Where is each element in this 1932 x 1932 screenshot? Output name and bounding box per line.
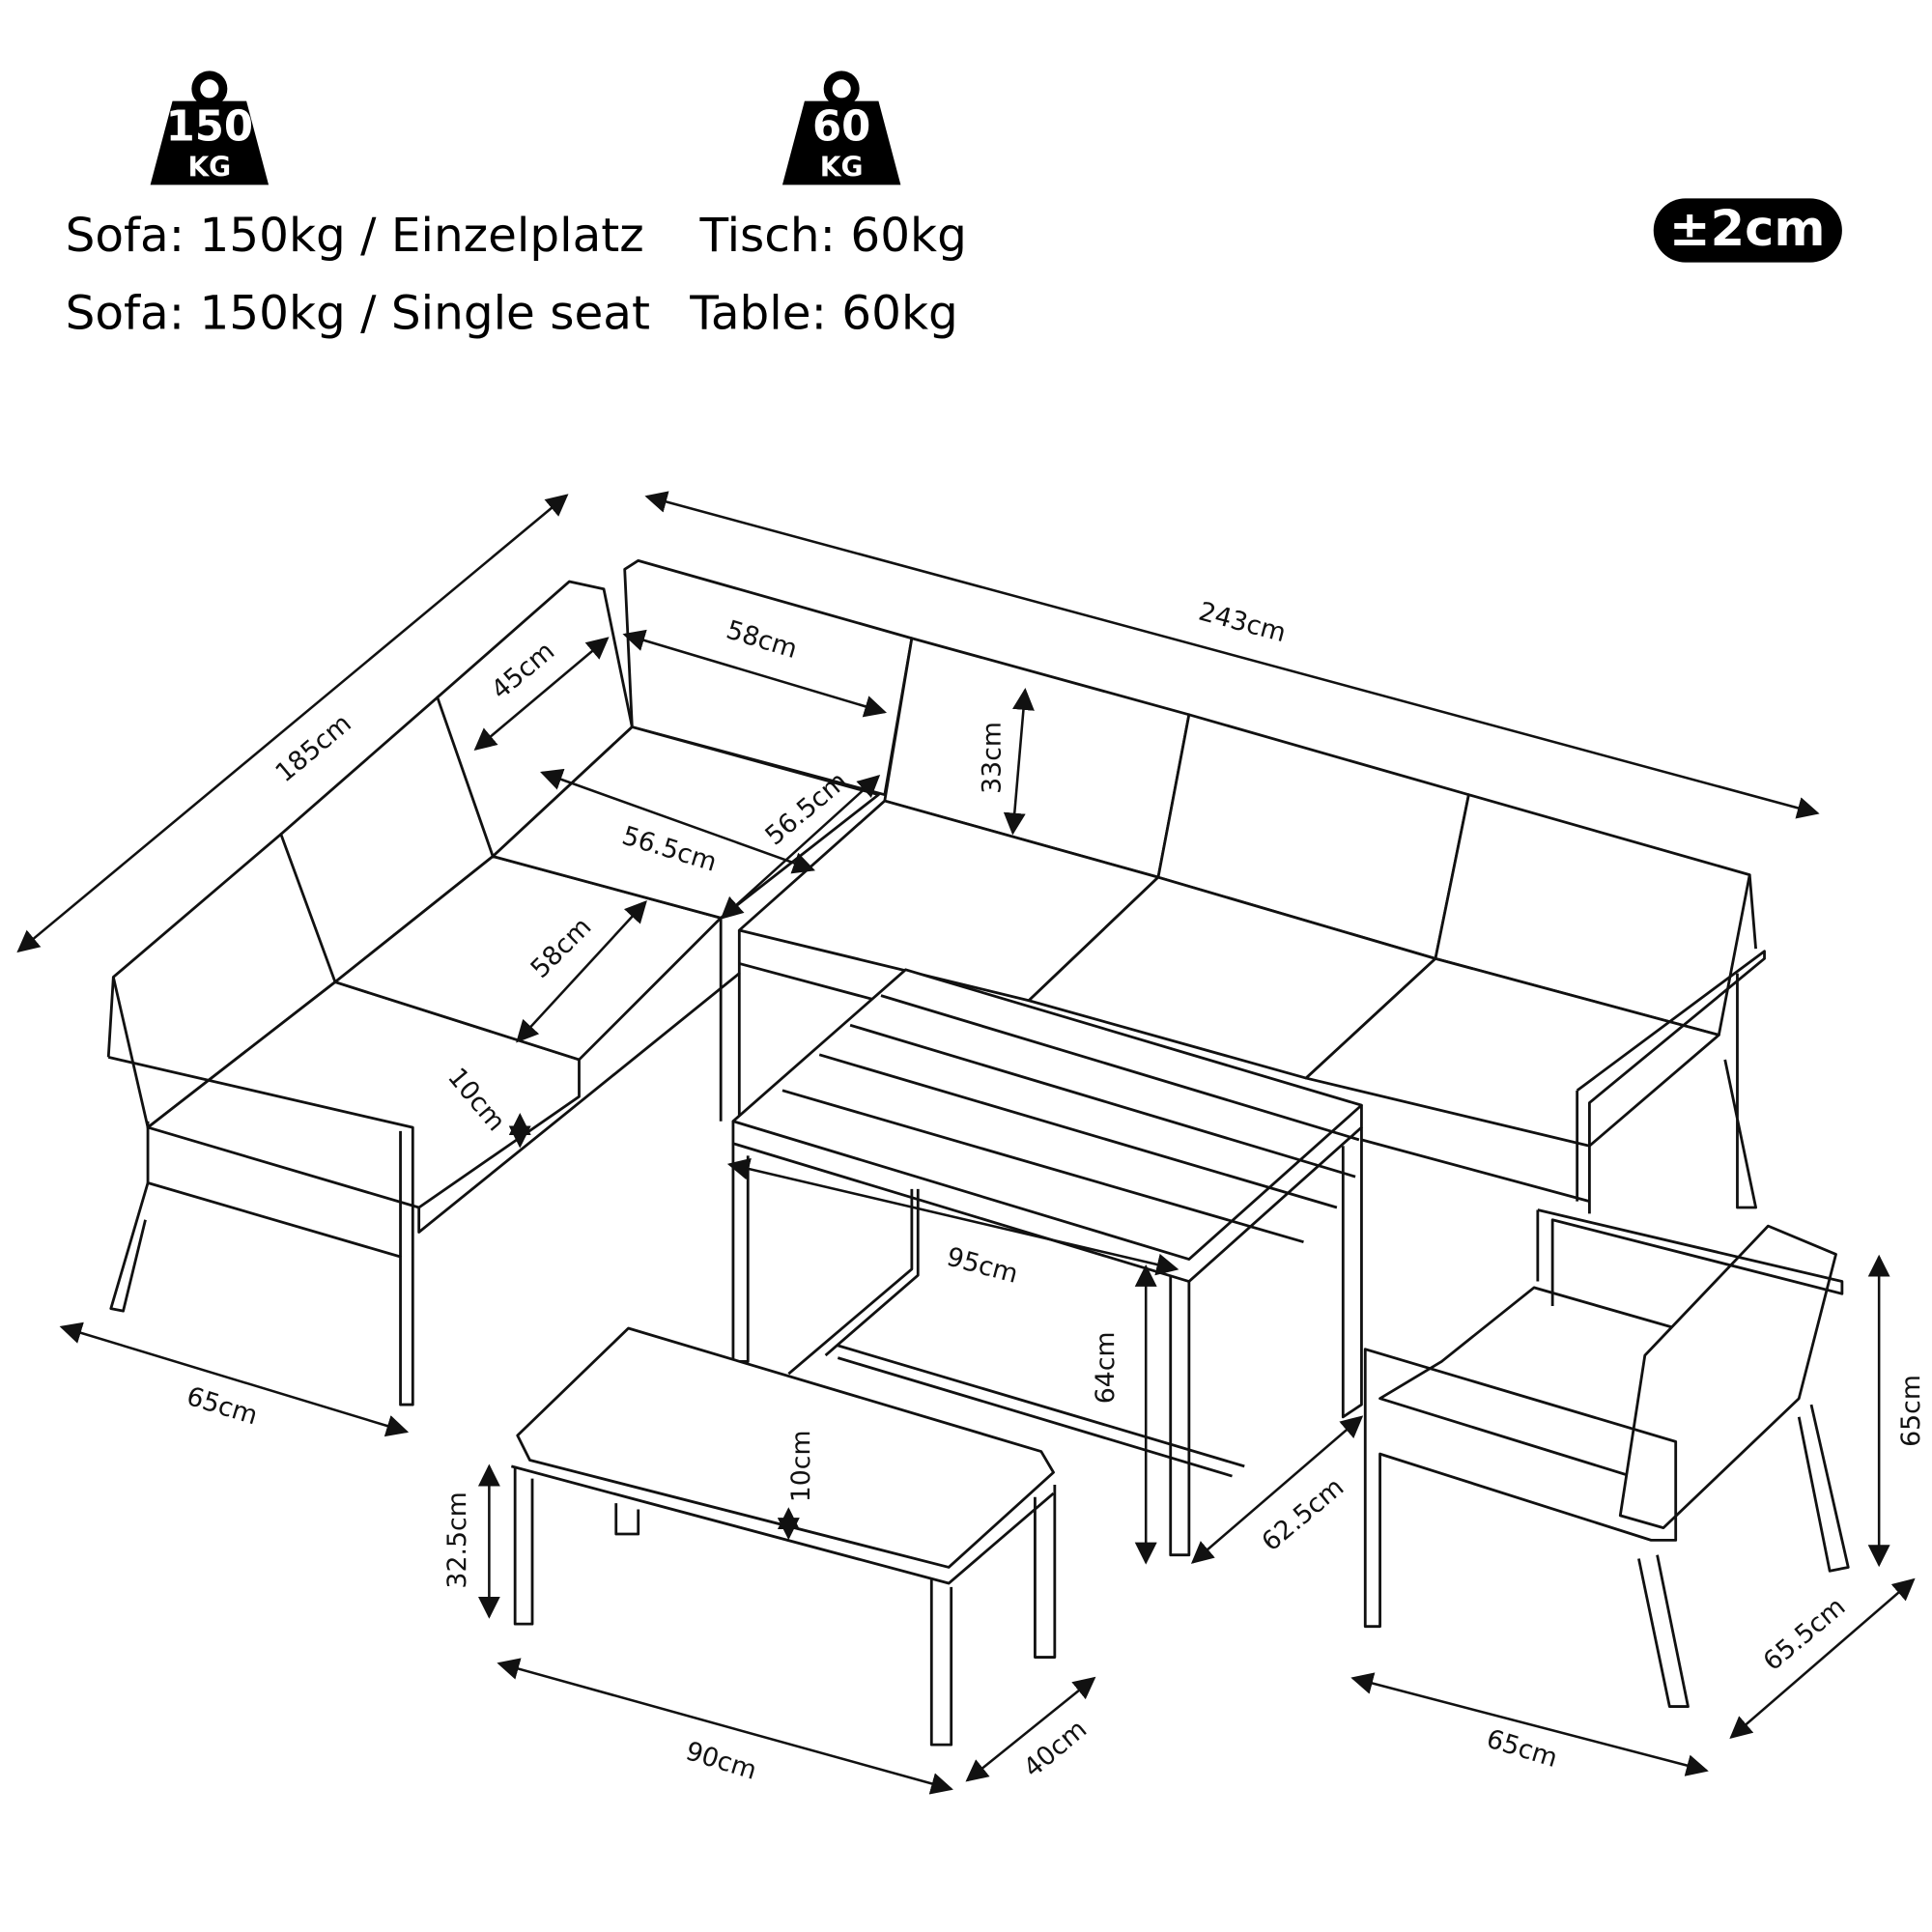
dim-sofa-width-total: 243cm bbox=[1196, 597, 1290, 649]
dim-back-cushion-height: 33cm bbox=[978, 722, 1008, 794]
weight-text-en-sofa: Sofa: 150kg / Single seat bbox=[66, 287, 650, 341]
dim-table-width: 62.5cm bbox=[1256, 1472, 1350, 1557]
dim-table-height: 64cm bbox=[1091, 1331, 1121, 1404]
table-weight-value: 60 bbox=[812, 102, 870, 151]
weight-text-de-sofa: Sofa: 150kg / Einzelplatz bbox=[66, 209, 644, 263]
dim-sofa-depth-total: 185cm bbox=[270, 708, 356, 788]
armchair bbox=[1363, 1208, 1850, 1708]
table-weight-unit: KG bbox=[820, 151, 864, 183]
dim-bench-depth: 40cm bbox=[1018, 1715, 1093, 1784]
dim-chair-depth: 65.5cm bbox=[1758, 1592, 1852, 1677]
dim-bench-height: 32.5cm bbox=[442, 1492, 472, 1588]
dim-bench-length: 90cm bbox=[682, 1736, 760, 1786]
table-weight-icon: 60 KG bbox=[781, 71, 901, 185]
dim-bench-cushion-thickness: 10cm bbox=[786, 1430, 816, 1502]
dim-sofa-side-depth: 65cm bbox=[184, 1381, 262, 1432]
tolerance-badge: ±2cm bbox=[1653, 198, 1842, 263]
sofa-weight-icon: 150 KG bbox=[150, 71, 270, 185]
dimension-lines bbox=[16, 491, 1916, 1795]
dim-chair-width: 65cm bbox=[1483, 1724, 1561, 1775]
sofa-weight-unit: KG bbox=[187, 151, 231, 183]
tolerance-text: ±2cm bbox=[1669, 201, 1826, 258]
dim-chair-height: 65cm bbox=[1896, 1375, 1926, 1447]
dim-table-length: 95cm bbox=[944, 1242, 1021, 1290]
weight-text-de-table: Tisch: 60kg bbox=[698, 209, 966, 263]
weight-text-en-table: Table: 60kg bbox=[689, 287, 958, 341]
bench bbox=[510, 1326, 1057, 1747]
sofa-weight-value: 150 bbox=[166, 102, 254, 151]
